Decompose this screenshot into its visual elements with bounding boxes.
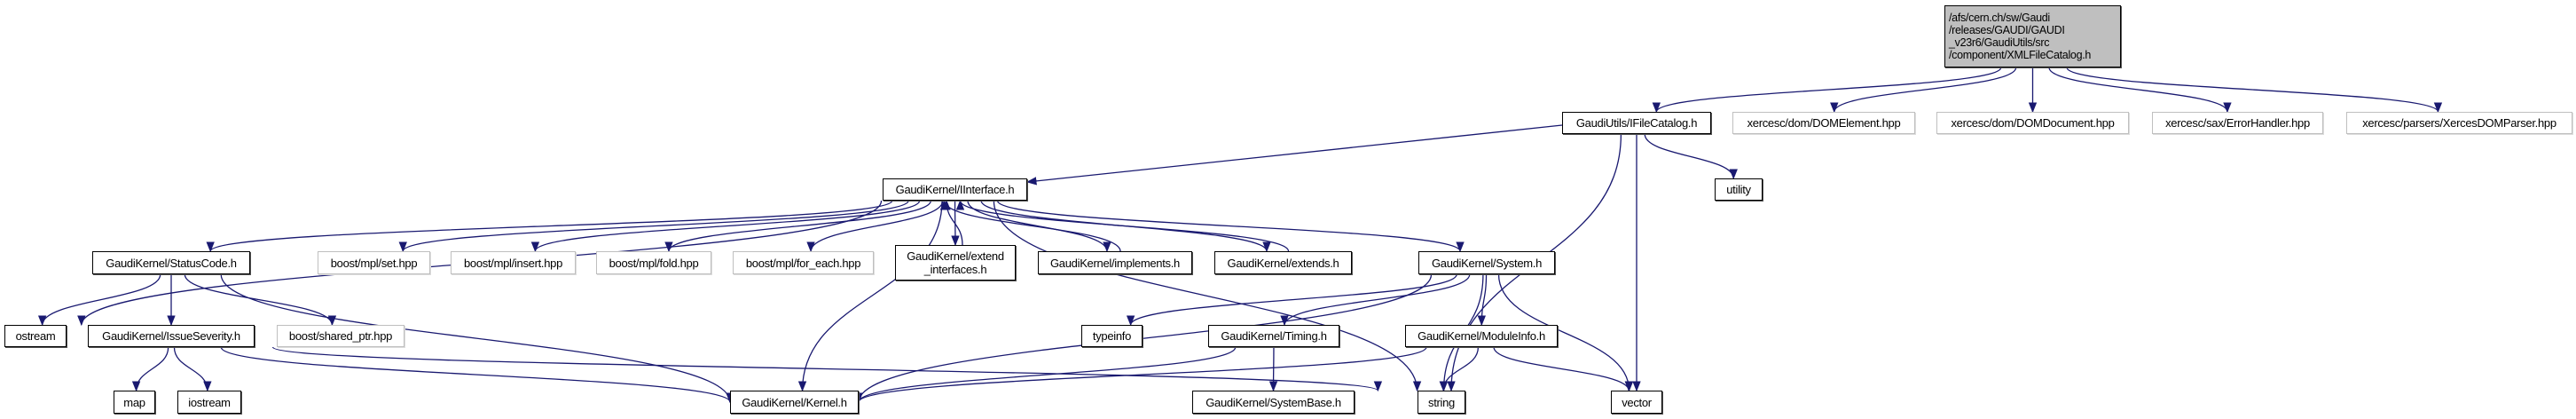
edge-iinterface-to-statuscode [206,200,893,253]
node-system[interactable]: GaudiKernel/System.h [1418,251,1555,274]
edge-system-to-typeinfo [1127,273,1457,327]
node-mplinsert: boost/mpl/insert.hpp [451,251,576,274]
edge-moduleinfo-to-string [1439,346,1480,392]
edge-issueseverity-to-iostream [173,346,212,392]
edge-iinterface-to-mplset [398,200,909,253]
node-errorhandler: xercesc/sax/ErrorHandler.hpp [2152,112,2323,134]
node-kernel[interactable]: GaudiKernel/Kernel.h [730,391,859,414]
node-domdocument: xercesc/dom/DOMDocument.hpp [1936,112,2129,134]
node-domelement: xercesc/dom/DOMElement.hpp [1732,112,1915,134]
edge-root-to-ifilecatalog [1652,67,2002,114]
edge-system-to-moduleinfo [1477,273,1488,327]
edge-root-to-domelement [1830,67,2017,114]
edge-statuscode-to-kernel [220,273,734,404]
node-mplset: boost/mpl/set.hpp [318,251,430,274]
node-ostream[interactable]: ostream [4,325,67,347]
node-iinterface[interactable]: GaudiKernel/IInterface.h [883,178,1027,201]
edge-issueseverity-to-map [131,346,169,392]
edge-iinterface-to-mplinsert [530,200,921,253]
node-extendinterfaces[interactable]: GaudiKernel/extend _interfaces.h [895,245,1016,281]
edge-implements-to-iinterface [939,199,1121,252]
node-statuscode[interactable]: GaudiKernel/StatusCode.h [92,251,250,274]
node-ifilecatalog[interactable]: GaudiUtils/IFileCatalog.h [1562,112,1711,134]
node-iostream[interactable]: iostream [177,391,241,414]
node-moduleinfo[interactable]: GaudiKernel/ModuleInfo.h [1405,325,1558,347]
edge-statuscode-to-ostream [38,273,161,327]
node-mplfold: boost/mpl/fold.hpp [596,251,711,274]
node-timing[interactable]: GaudiKernel/Timing.h [1208,325,1339,347]
edge-system-to-kernel [854,273,1433,404]
node-sharedptr: boost/shared_ptr.hpp [277,325,404,347]
node-systembase[interactable]: GaudiKernel/SystemBase.h [1192,391,1355,414]
edge-root-to-xercesdomparser [2066,67,2442,114]
node-implements[interactable]: GaudiKernel/implements.h [1038,251,1192,274]
node-typeinfo[interactable]: typeinfo [1081,325,1143,347]
edge-iinterface-to-kernel [797,200,943,392]
node-string[interactable]: string [1418,391,1465,414]
edge-moduleinfo-to-kernel [854,346,1427,404]
edge-iinterface-to-string [993,200,1422,392]
edge-iinterface-to-implements [967,200,1111,253]
edge-iinterface-to-mplforeach [806,200,944,253]
node-mplforeach: boost/mpl/for_each.hpp [733,251,874,274]
node-map[interactable]: map [114,391,155,414]
node-issueseverity[interactable]: GaudiKernel/IssueSeverity.h [88,325,255,347]
edge-system-to-vector [1497,273,1634,392]
edge-ifilecatalog-to-utility [1644,133,1738,180]
edge-extends-to-iinterface [955,199,1290,252]
edge-system-to-timing [1280,273,1471,327]
node-root: /afs/cern.ch/sw/Gaudi /releases/GAUDI/GA… [1944,5,2121,67]
edge-iinterface-to-mplfold [664,200,931,253]
edge-issueseverity-to-string [271,346,1382,392]
node-utility[interactable]: utility [1715,178,1763,201]
edge-iinterface-to-system [996,200,1465,253]
node-vector[interactable]: vector [1611,391,1662,414]
edge-moduleinfo-to-vector [1493,346,1633,392]
edge-issueseverity-to-kernel [220,346,734,404]
edge-timing-to-kernel [854,346,1237,404]
node-extends[interactable]: GaudiKernel/extends.h [1214,251,1352,274]
edge-root-to-errorhandler [2048,67,2232,114]
node-xercesdomparser: xercesc/parsers/XercesDOMParser.hpp [2346,112,2572,134]
edge-ifilecatalog-to-iinterface [1025,124,1563,186]
